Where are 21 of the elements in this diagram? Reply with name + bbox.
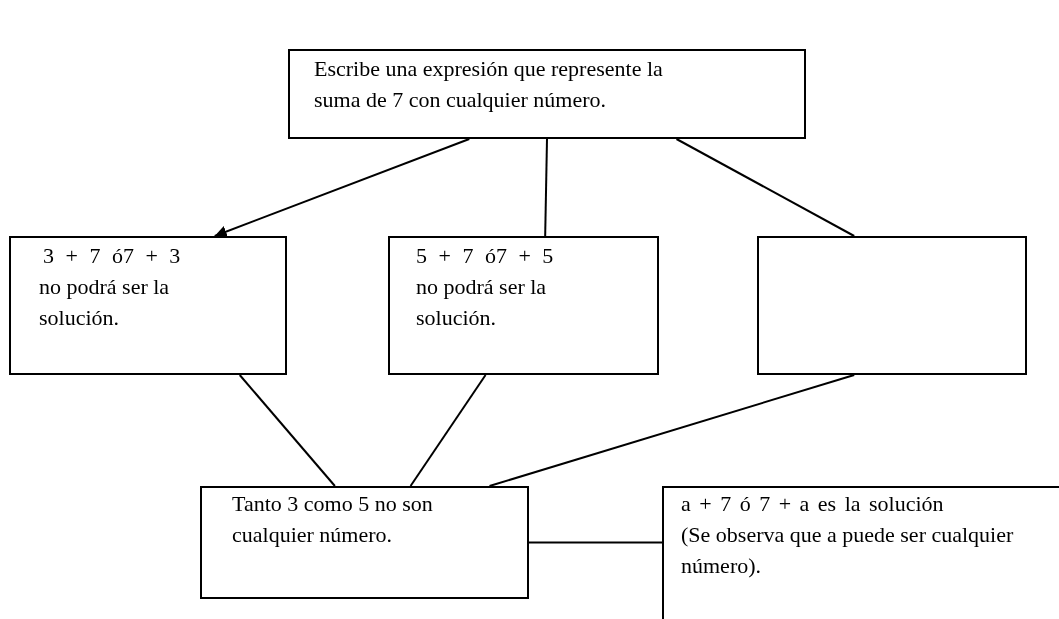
empty-box [757,236,1027,375]
arrow [213,138,471,238]
text-box [200,486,529,599]
text-box [9,236,287,375]
box-text: a + 7 ó 7 + a es la solución [681,490,945,518]
box-text: Escribe una expresión que represente la suma de 7 con cualquier número. [314,55,664,114]
box-text: 5 + 7 ó7 + 5 [416,242,555,270]
box-text: (Se observa que a puede ser cualquier número). [681,521,1015,580]
connector-line [544,138,548,237]
connector-line [488,374,856,487]
connector-line [675,138,856,237]
text-box [288,49,806,139]
box-text: Tanto 3 como 5 no son cualquier número. [232,490,434,549]
connector-line [528,541,663,544]
box-text: no podrá ser la solución. [416,273,548,332]
box-text: no podrá ser la solución. [39,273,171,332]
connector-line [409,374,487,487]
text-box [662,486,1059,619]
connector-line [238,374,336,487]
box-text: 3 + 7 ó7 + 3 [43,242,182,270]
text-box [388,236,659,375]
